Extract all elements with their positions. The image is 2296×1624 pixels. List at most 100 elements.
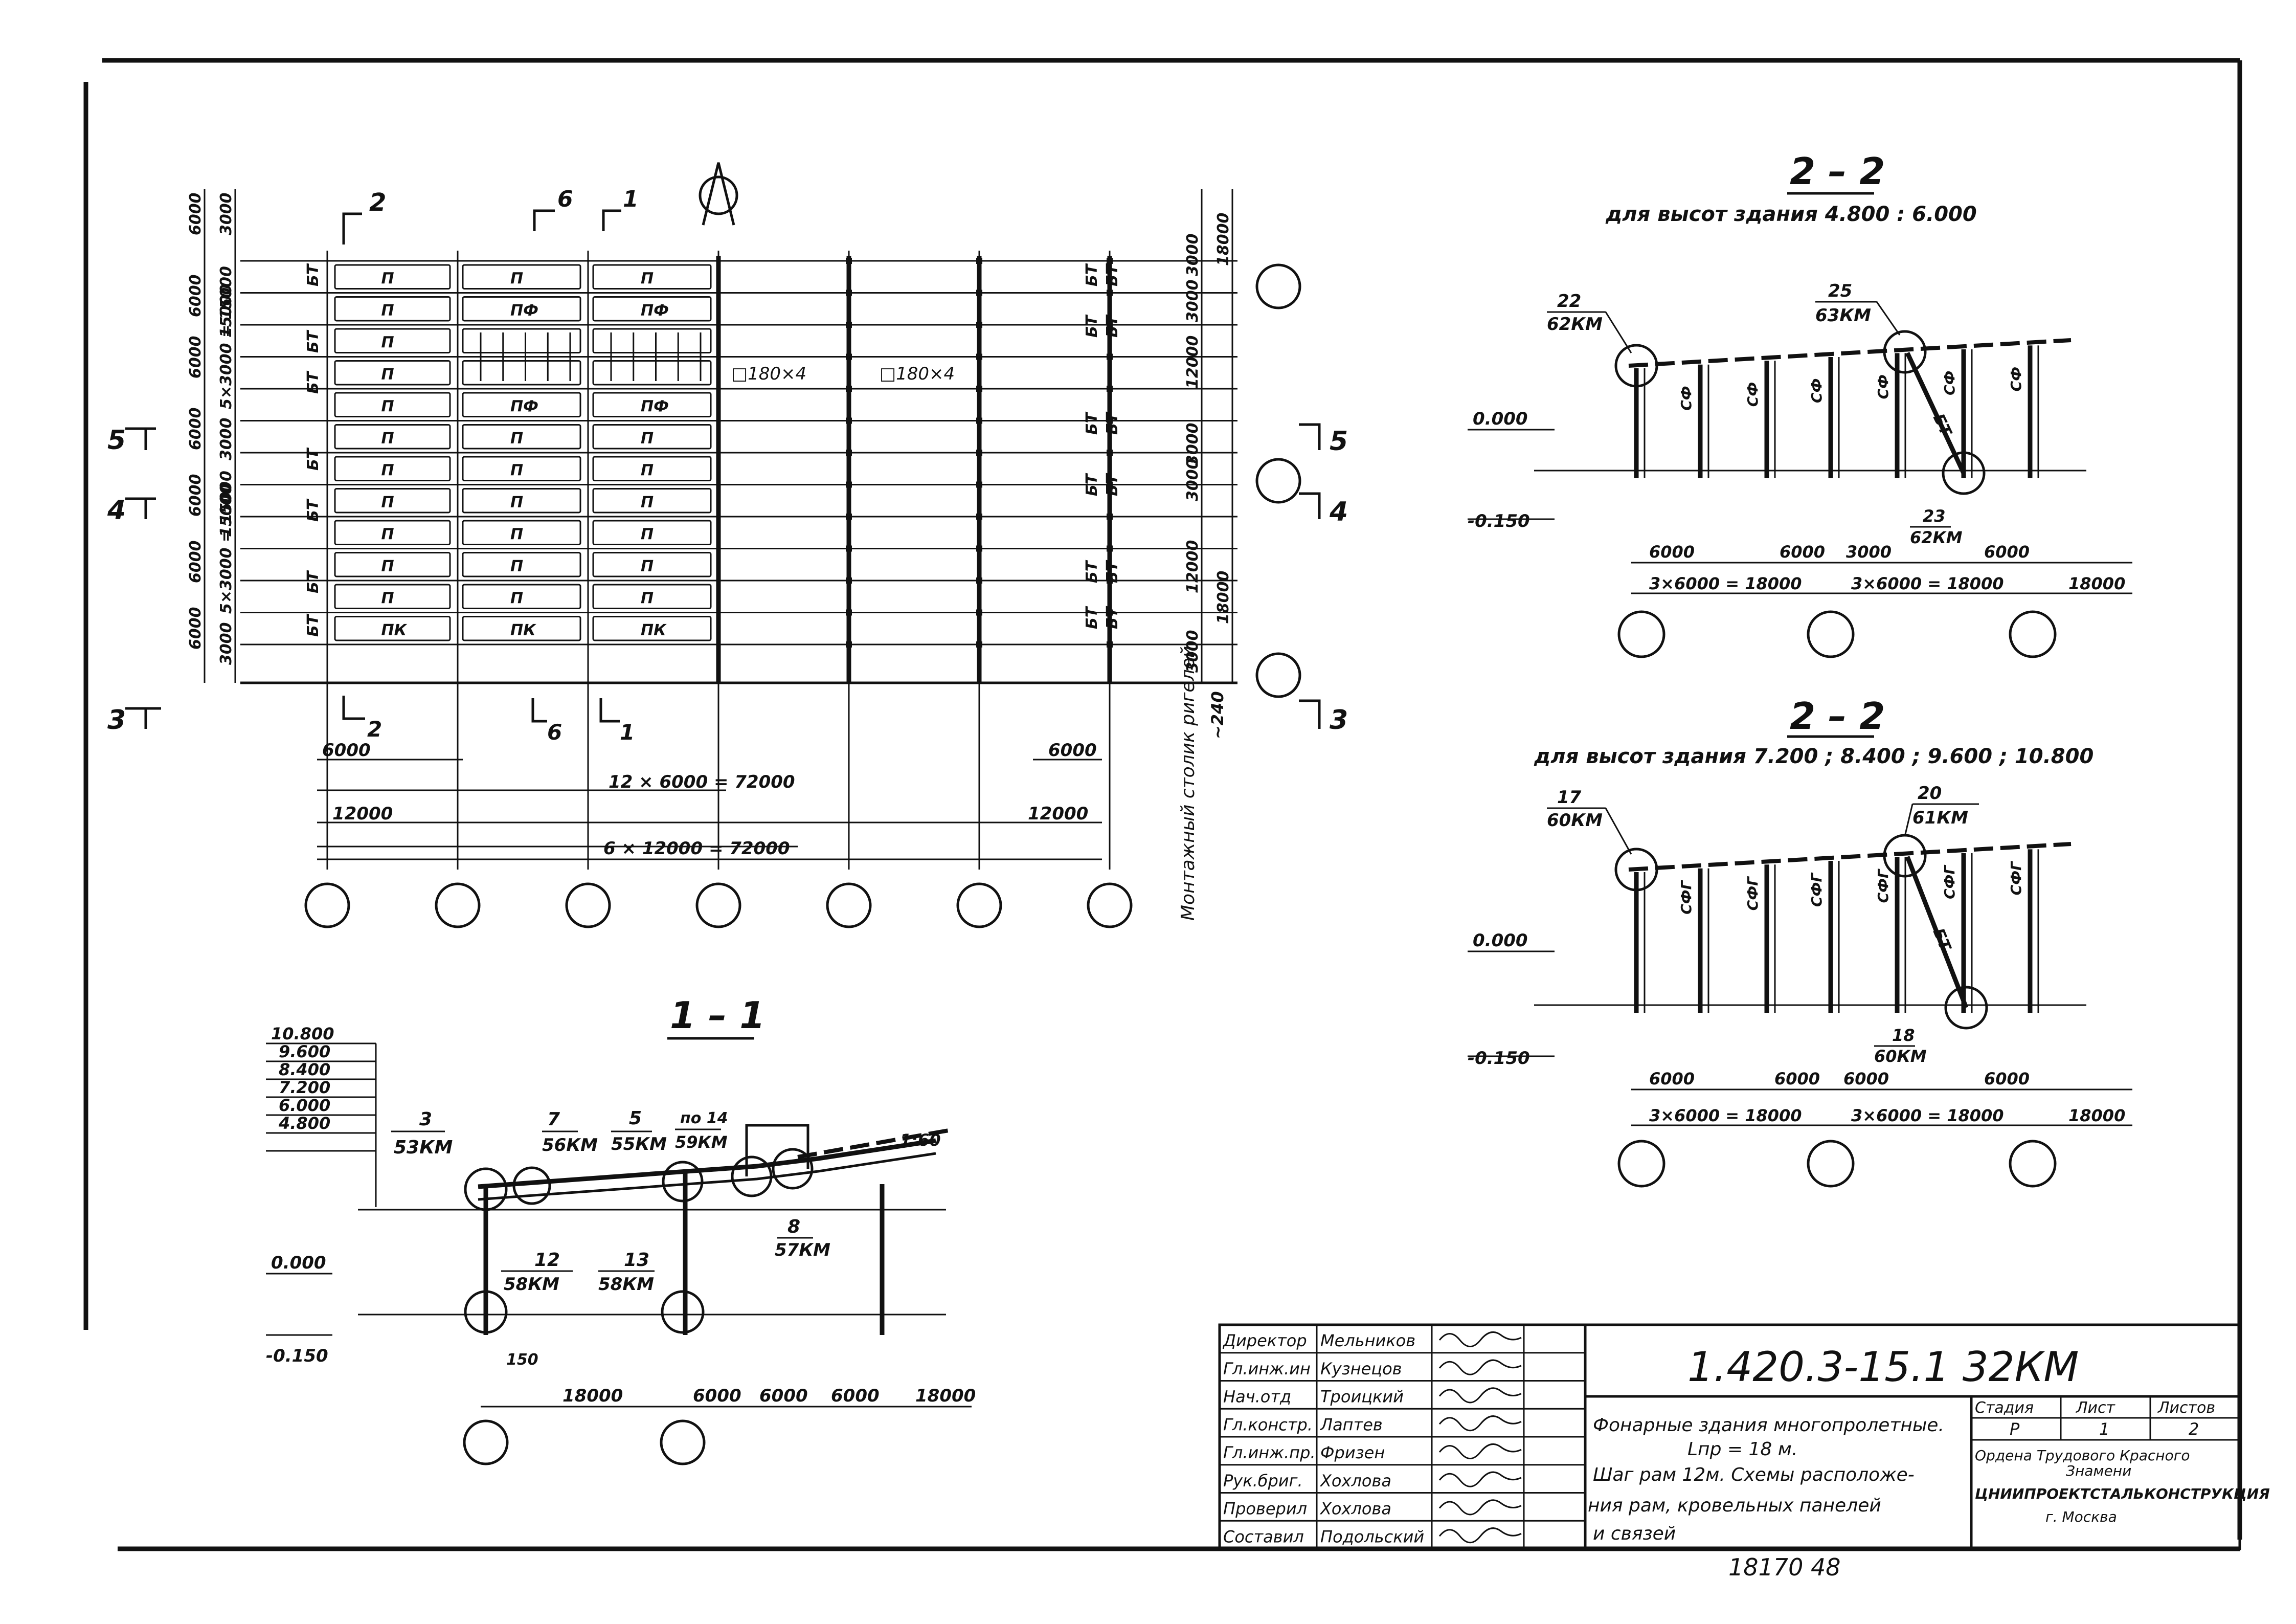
svg-text:3: 3 xyxy=(107,705,126,736)
level-list: 10.800 9.600 8.400 7.200 6.000 4.800 xyxy=(266,1024,377,1207)
column-label: СФГ xyxy=(1941,864,1958,899)
plan-node-dot xyxy=(846,481,852,488)
tb-name: Подольский xyxy=(1320,1527,1424,1546)
panel-outline xyxy=(334,584,451,609)
roof-panel: П xyxy=(592,520,712,545)
panel-outline xyxy=(334,616,451,641)
panel-outline xyxy=(334,296,451,322)
svg-text:4.800: 4.800 xyxy=(278,1114,330,1133)
panel-label: ПФ xyxy=(510,302,538,320)
sheets-header: Листов xyxy=(2157,1399,2215,1417)
panel-outline xyxy=(592,584,712,609)
plan-node-dot xyxy=(846,290,852,296)
roof-panel: П xyxy=(334,392,451,417)
panel-outline xyxy=(462,264,581,290)
svg-text:по 14: по 14 xyxy=(680,1109,728,1127)
roof-panel: П xyxy=(592,552,712,577)
panel-outline xyxy=(462,360,581,386)
svg-text:6000: 6000 xyxy=(1984,542,2030,562)
tb-role: Гл.инж.пр. xyxy=(1223,1443,1316,1462)
dims-2-2b: 6000 6000 6000 6000 3×6000 = 18000 3×600… xyxy=(1617,1069,2132,1188)
panel-outline xyxy=(334,264,451,290)
signature-scribble xyxy=(1438,1331,1522,1347)
left-dim-inner: 5×3000 = 15000 xyxy=(217,471,235,614)
svg-text:18: 18 xyxy=(1892,1026,1915,1045)
org-line-1: Ордена Трудового Красного xyxy=(1975,1447,2190,1464)
tube-label-1: □180×4 xyxy=(731,364,806,384)
left-dim-outer: 6000 xyxy=(187,336,205,379)
svg-text:3×6000 = 18000: 3×6000 = 18000 xyxy=(1649,1106,1802,1125)
frame-1-1 xyxy=(478,1124,949,1335)
panel-outline xyxy=(462,488,581,514)
plan-node-dot xyxy=(1107,577,1113,584)
section-mark-1-bottom: 1 xyxy=(599,698,635,745)
panel-outline xyxy=(334,328,451,353)
panel-label: П xyxy=(510,558,523,575)
right-dim-inner: 3000 xyxy=(1184,280,1202,323)
plan-node-dot xyxy=(846,450,852,456)
plan-dimensions-bottom: 6000 6000 12 × 6000 = 72000 12000 12000 … xyxy=(317,646,1227,921)
axis-bubbles-bottom xyxy=(304,882,1133,928)
panel-label: П xyxy=(510,430,523,448)
roof-panel: ПФ xyxy=(462,392,581,417)
section-mark-4-left: 4 xyxy=(107,495,156,526)
roof-panel: П xyxy=(462,424,581,450)
roof-panel: П xyxy=(334,488,451,514)
panel-label: П xyxy=(641,462,654,480)
panel-label: П xyxy=(381,398,394,416)
svg-text:12: 12 xyxy=(534,1250,560,1271)
svg-text:18000: 18000 xyxy=(2068,1106,2125,1125)
svg-text:6000: 6000 xyxy=(759,1386,808,1406)
svg-text:6000: 6000 xyxy=(1843,1069,1889,1088)
bt-label: БТ xyxy=(304,498,322,522)
panel-outline xyxy=(592,456,712,481)
org-line-4: г. Москва xyxy=(2045,1508,2117,1525)
panel-outline xyxy=(334,360,451,386)
column-label: СФ xyxy=(1808,379,1825,403)
panel-outline xyxy=(592,392,712,417)
signature-scribble xyxy=(1438,1527,1522,1544)
roof-panel: П xyxy=(334,264,451,290)
plan-node-dot xyxy=(976,481,982,488)
bt-label: БТ xyxy=(1104,606,1121,629)
section-mark-3-left: 3 xyxy=(107,705,161,736)
panel-outline xyxy=(592,360,712,386)
signature-scribble xyxy=(1438,1415,1522,1432)
right-dim-inner: 12000 xyxy=(1184,336,1202,389)
roof-panel: П xyxy=(592,456,712,481)
section-mark-5-left: 5 xyxy=(107,425,156,456)
title-block: ДиректорГл.инж.инНач.отдГл.констр.Гл.инж… xyxy=(1218,1323,2270,1581)
roof-panel: ПФ xyxy=(592,296,712,322)
column-label: СФГ xyxy=(1744,876,1761,910)
svg-text:10.800: 10.800 xyxy=(271,1024,334,1043)
bt-label: БТ xyxy=(304,570,322,593)
signature-scribble xyxy=(1438,1387,1522,1404)
panel-label: П xyxy=(381,366,394,384)
bt-label: БТ xyxy=(1083,560,1101,583)
panel-label: П xyxy=(641,430,654,448)
section-mark-2-bottom: 2 xyxy=(342,696,382,742)
roof-panel: ПФ xyxy=(462,296,581,322)
title-block-rows: ДиректорГл.инж.инНач.отдГл.констр.Гл.инж… xyxy=(1220,1331,1585,1546)
tb-role: Проверил xyxy=(1223,1499,1307,1519)
plan-node-dot xyxy=(976,514,982,520)
roof-panel: П xyxy=(334,552,451,577)
bt-label: БТ xyxy=(304,447,322,471)
section-mark-label: 6 xyxy=(557,186,573,212)
svg-text:5: 5 xyxy=(629,1108,642,1129)
tb-name: Мельников xyxy=(1320,1331,1415,1350)
svg-text:18000: 18000 xyxy=(2068,574,2125,593)
roof-panel: ПК xyxy=(334,616,451,641)
bt-label: БТ xyxy=(1104,473,1121,496)
panel-outline xyxy=(334,552,451,577)
svg-text:63КМ: 63КМ xyxy=(1815,305,1871,326)
plan-node-dot xyxy=(846,353,852,360)
right-dim-inner: 3000 xyxy=(1184,234,1202,277)
desc-line-5: и связей xyxy=(1593,1523,1676,1544)
panel-label: П xyxy=(510,590,523,608)
plan-node-dot xyxy=(846,386,852,392)
roof-panel: П xyxy=(462,584,581,609)
node-labels-1-1: 3 53КМ 7 56КМ 5 55КМ по 14 59КМ 8 57КМ 1… xyxy=(391,1108,941,1369)
tb-role: Директор xyxy=(1222,1331,1307,1350)
